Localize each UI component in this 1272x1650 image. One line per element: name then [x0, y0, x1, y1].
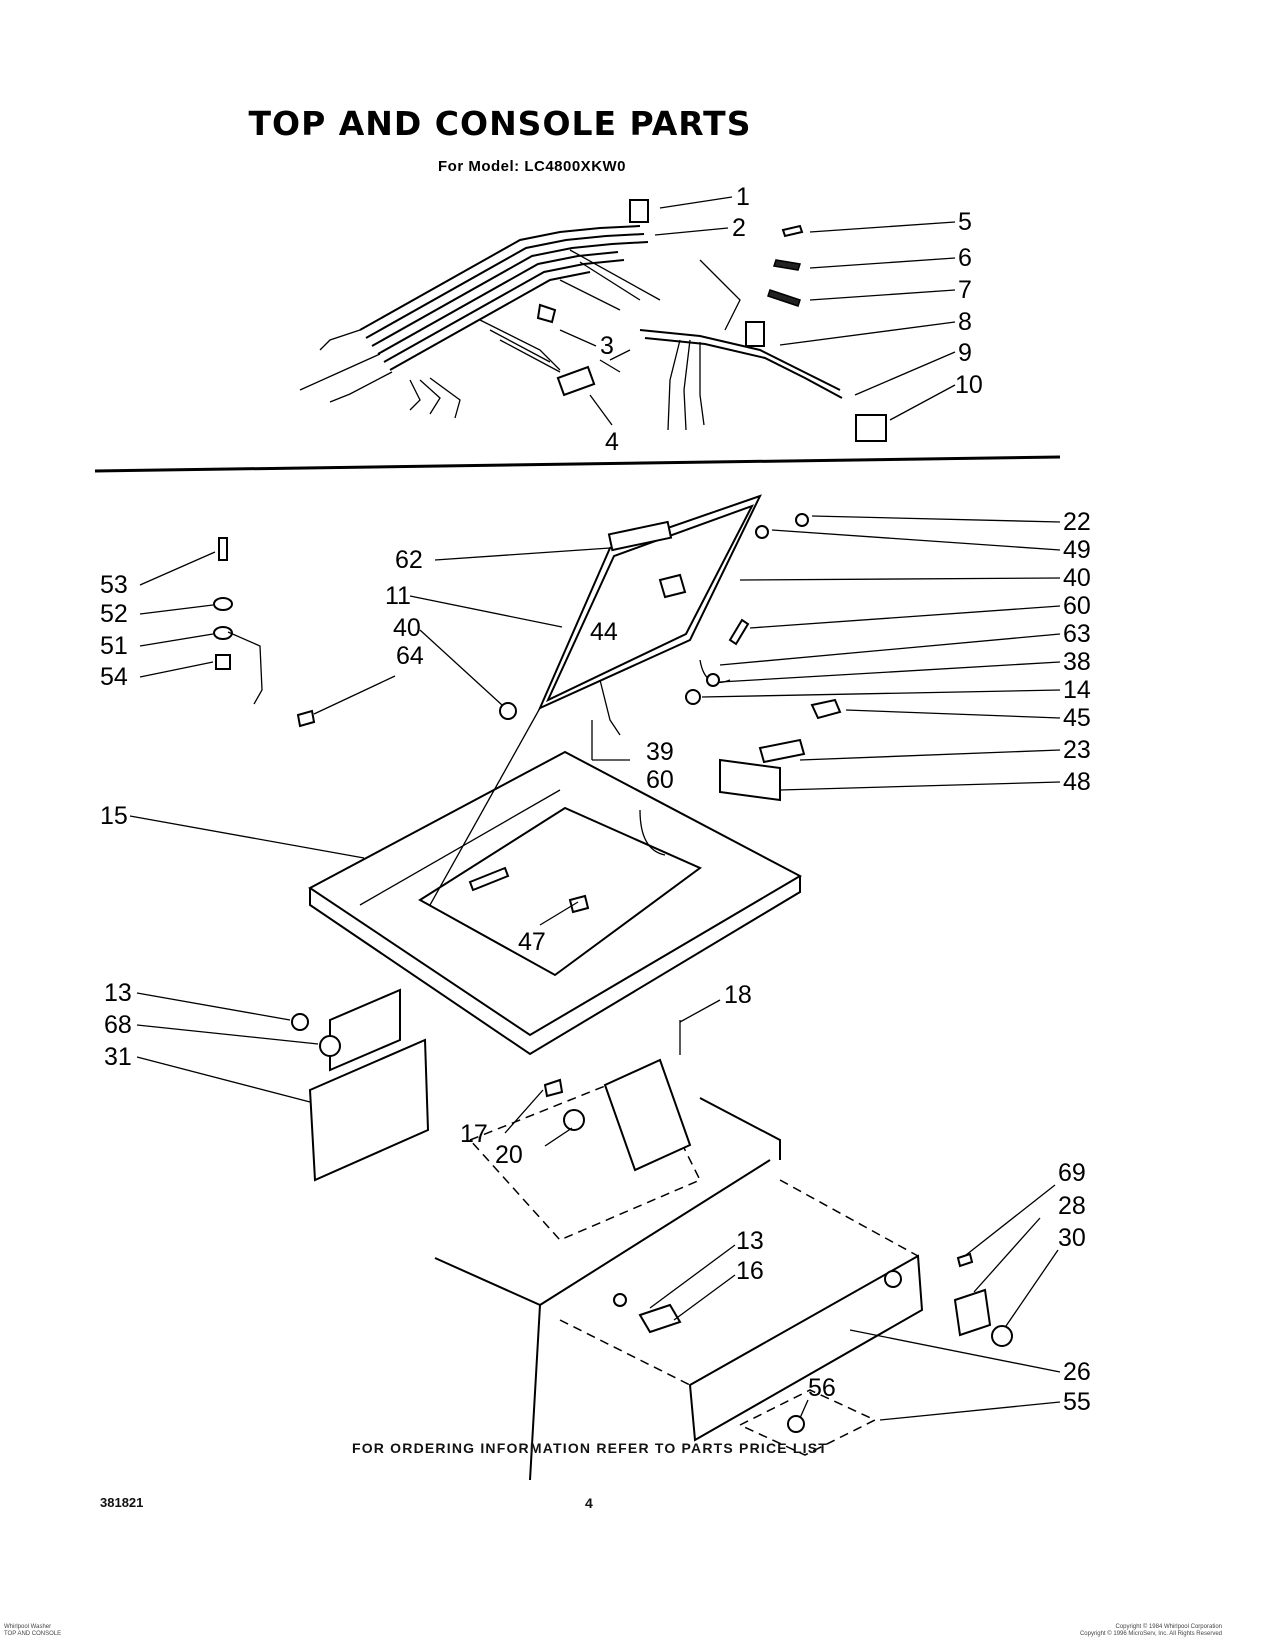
top-panel [308, 750, 803, 1056]
callout-6: 6 [958, 244, 972, 272]
callout-7: 7 [958, 276, 972, 304]
callout-47: 47 [518, 928, 546, 956]
callout-23: 23 [1063, 736, 1091, 764]
callout-44: 44 [590, 618, 618, 646]
terminal [773, 259, 801, 271]
terminal-block [556, 365, 596, 397]
callout-20: 20 [495, 1141, 523, 1169]
timer-group [468, 1020, 702, 1241]
callout-9: 9 [958, 339, 972, 367]
callout-26: 26 [1063, 1358, 1091, 1386]
wiring-harness [299, 225, 843, 431]
callout-60: 60 [1063, 592, 1091, 620]
callout-60: 60 [646, 766, 674, 794]
callout-55: 55 [1063, 1388, 1091, 1416]
callout-68: 68 [104, 1011, 132, 1039]
callout-45: 45 [1063, 704, 1091, 732]
callout-40: 40 [1063, 564, 1091, 592]
copyright-line-2: Copyright © 1996 MicroServ, Inc. All Rig… [1079, 1631, 1222, 1637]
callout-16: 16 [736, 1257, 764, 1285]
connector-plug [855, 414, 887, 442]
hinge-hardware [213, 537, 316, 728]
footer-left-line-1: Whirlpool Washer [4, 1624, 52, 1630]
callout-5: 5 [958, 208, 972, 236]
callout-38: 38 [1063, 648, 1091, 676]
footer-copyright: Copyright © 1984 Whirlpool Corporation C… [1080, 1624, 1222, 1638]
harness-small-parts [536, 199, 887, 442]
callout-56: 56 [808, 1374, 836, 1402]
callout-28: 28 [1058, 1192, 1086, 1220]
callout-1: 1 [736, 183, 750, 211]
callout-40: 40 [393, 614, 421, 642]
page-title: TOP AND CONSOLE PARTS [248, 104, 752, 143]
page-number: 4 [585, 1495, 593, 1511]
console-housing [434, 1097, 1013, 1481]
leader-lines [129, 196, 1061, 1421]
callout-49: 49 [1063, 536, 1091, 564]
callout-30: 30 [1058, 1224, 1086, 1252]
clip [536, 303, 557, 324]
callout-63: 63 [1063, 620, 1091, 648]
callout-52: 52 [100, 600, 128, 628]
section-divider [94, 455, 1061, 473]
footer-left-caption: Whirlpool Washer TOP AND CONSOLE [4, 1624, 61, 1638]
strain-relief [745, 321, 765, 347]
callout-17: 17 [460, 1120, 488, 1148]
connector-block [629, 199, 649, 223]
callout-10: 10 [955, 371, 983, 399]
callout-13: 13 [736, 1227, 764, 1255]
side-bracket [291, 988, 430, 1182]
screw [781, 224, 804, 238]
callout-2: 2 [732, 214, 746, 242]
terminal [767, 289, 801, 307]
callout-51: 51 [100, 632, 128, 660]
callout-15: 15 [100, 802, 128, 830]
footer-left-line-2: TOP AND CONSOLE [4, 1631, 62, 1637]
callout-8: 8 [958, 308, 972, 336]
callout-4: 4 [605, 428, 619, 456]
callout-labels: 1 2 3 4 5 6 7 8 9 10 22 49 40 60 63 38 1… [100, 183, 1091, 1416]
callout-53: 53 [100, 571, 128, 599]
callout-22: 22 [1063, 508, 1091, 536]
callout-18: 18 [724, 981, 752, 1009]
copyright-line-1: Copyright © 1984 Whirlpool Corporation [1115, 1624, 1222, 1630]
callout-62: 62 [395, 546, 423, 574]
callout-11: 11 [385, 582, 411, 610]
callout-54: 54 [100, 663, 128, 691]
ordering-note: FOR ORDERING INFORMATION REFER TO PARTS … [351, 1440, 829, 1456]
callout-69: 69 [1058, 1159, 1086, 1187]
lid-assembly [429, 494, 842, 906]
document-number: 381821 [100, 1495, 144, 1510]
model-line: For Model: LC4800XKW0 [438, 158, 627, 175]
callout-48: 48 [1063, 768, 1091, 796]
callout-14: 14 [1063, 676, 1091, 704]
callout-3: 3 [600, 332, 614, 360]
callout-39: 39 [646, 738, 674, 766]
callout-31: 31 [104, 1043, 132, 1071]
callout-13: 13 [104, 979, 132, 1007]
callout-64: 64 [396, 642, 424, 670]
